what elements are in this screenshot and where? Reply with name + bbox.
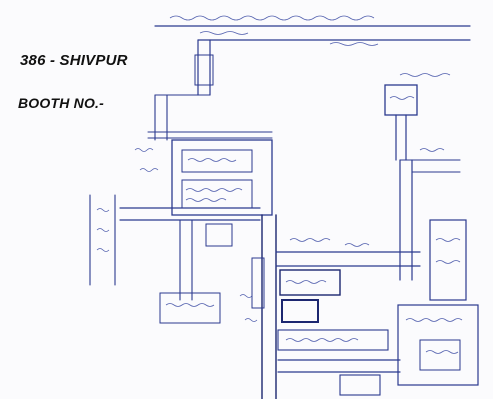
right-enclosure [429,219,467,301]
header-handwriting [169,15,379,46]
booth-box-right [384,73,451,161]
road-left-branch [89,194,261,324]
bottom-right-block [397,304,479,386]
main-road-top [154,25,471,41]
booth-number-label: BOOTH NO.- [18,95,104,111]
road-left-vertical [154,39,214,141]
road-center-vertical [205,214,277,399]
constituency-label: 386 - SHIVPUR [20,52,128,69]
scattered-handwriting [96,148,445,322]
central-block [147,131,273,216]
lower-cluster [277,269,401,396]
road-center-horizontal [275,159,461,281]
